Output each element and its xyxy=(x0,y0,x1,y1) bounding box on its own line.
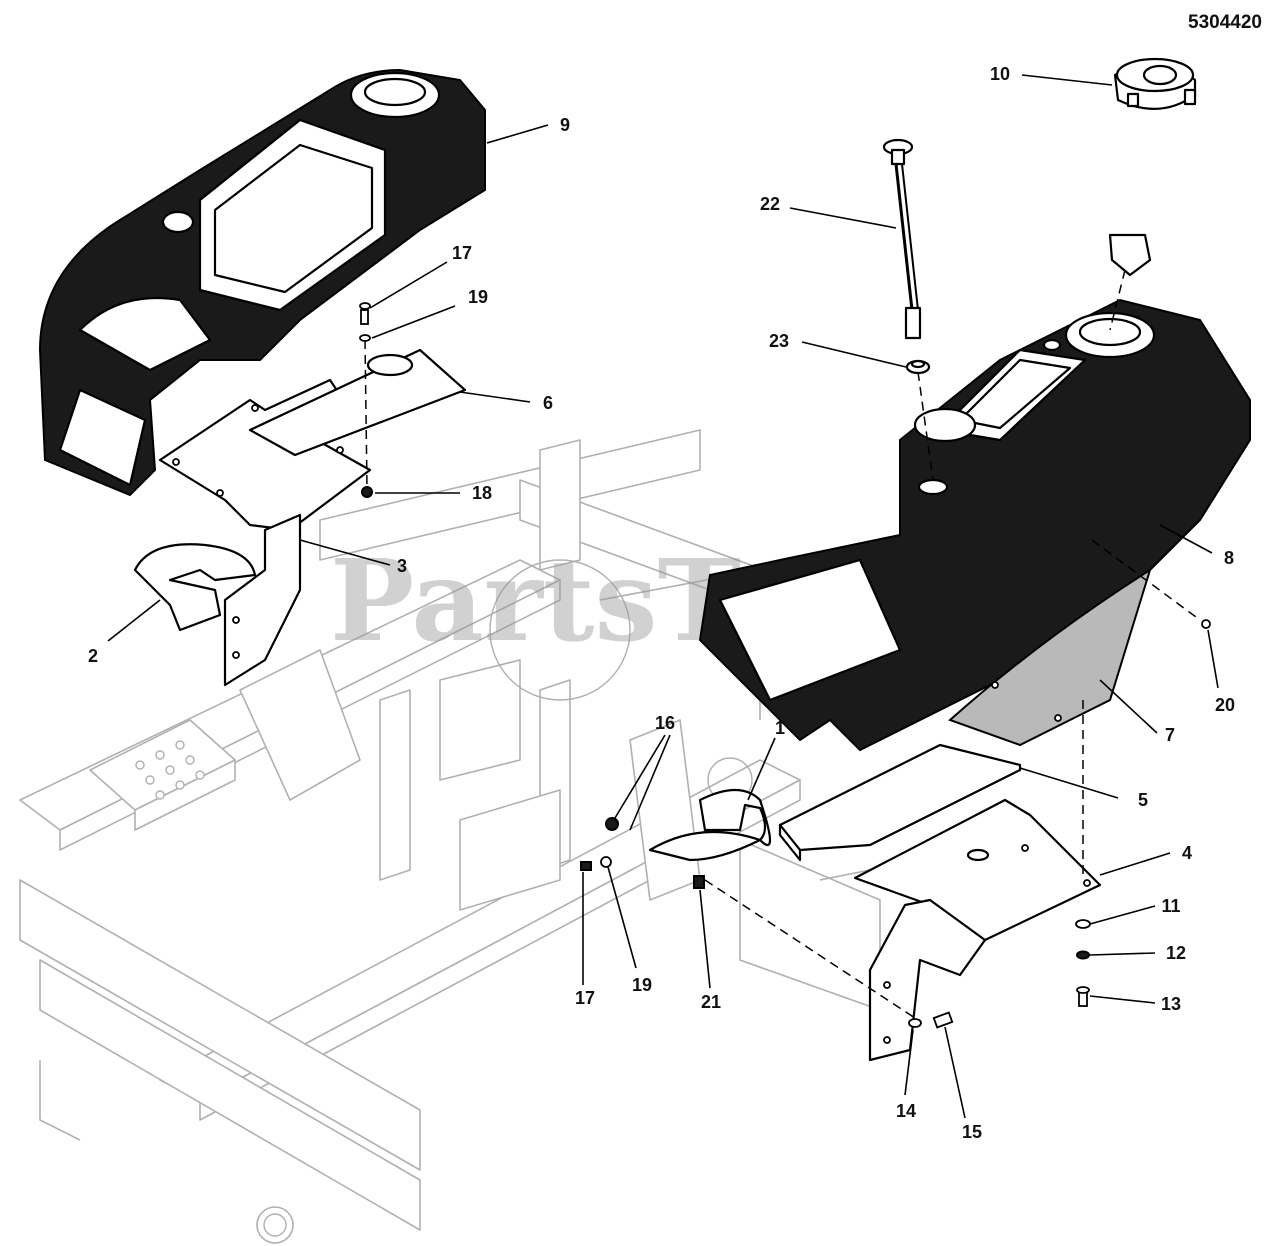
callout-8[interactable]: 8 xyxy=(1224,548,1234,568)
callout-1[interactable]: 1 xyxy=(775,718,785,738)
callout-2[interactable]: 2 xyxy=(88,646,98,666)
center-hardware xyxy=(580,817,705,889)
callout-9[interactable]: 9 xyxy=(560,115,570,135)
callout-10[interactable]: 10 xyxy=(990,64,1010,84)
callout-14[interactable]: 14 xyxy=(896,1101,916,1121)
callout-17-top[interactable]: 17 xyxy=(452,243,472,263)
callout-21[interactable]: 21 xyxy=(701,992,721,1012)
callout-12[interactable]: 12 xyxy=(1166,943,1186,963)
callout-19-bottom[interactable]: 19 xyxy=(632,975,652,995)
part-6-left-bracket xyxy=(158,348,467,532)
part-1-center-shield xyxy=(648,789,771,862)
part-4-right-bracket xyxy=(853,798,1102,1062)
callout-22[interactable]: 22 xyxy=(760,194,780,214)
leader-lines xyxy=(107,74,1219,1119)
assembly-lines xyxy=(364,269,1201,1019)
right-hardware xyxy=(908,619,1211,1029)
callout-19-top[interactable]: 19 xyxy=(468,287,488,307)
part-8-right-console xyxy=(698,298,1251,752)
callouts: 9 17 19 6 18 3 2 10 22 23 8 20 7 5 4 11 … xyxy=(88,64,1235,1142)
callout-13[interactable]: 13 xyxy=(1161,994,1181,1014)
part-5-right-channel xyxy=(778,743,1022,862)
part-2-left-shield xyxy=(133,543,257,632)
callout-23[interactable]: 23 xyxy=(769,331,789,351)
callout-7[interactable]: 7 xyxy=(1165,725,1175,745)
callout-18[interactable]: 18 xyxy=(472,483,492,503)
callout-11[interactable]: 11 xyxy=(1161,896,1180,916)
part-10-fuel-cap xyxy=(1108,57,1197,277)
callout-20[interactable]: 20 xyxy=(1215,695,1235,715)
part-23-grommet xyxy=(905,359,931,375)
callout-17-bottom[interactable]: 17 xyxy=(575,988,595,1008)
part-22-fuel-sender xyxy=(882,138,922,340)
callout-3[interactable]: 3 xyxy=(397,556,407,576)
part-7-right-shield xyxy=(948,567,1152,747)
callout-16[interactable]: 16 xyxy=(655,713,675,733)
part-3-left-support xyxy=(223,513,302,687)
chassis-frame xyxy=(19,429,981,1244)
left-hardware xyxy=(359,302,373,498)
reference-number: 5304420 xyxy=(1188,12,1262,33)
part-9-left-console xyxy=(38,68,486,497)
callout-15[interactable]: 15 xyxy=(962,1122,982,1142)
callout-6[interactable]: 6 xyxy=(543,393,553,413)
callout-5[interactable]: 5 xyxy=(1138,790,1148,810)
callout-4[interactable]: 4 xyxy=(1182,843,1192,863)
